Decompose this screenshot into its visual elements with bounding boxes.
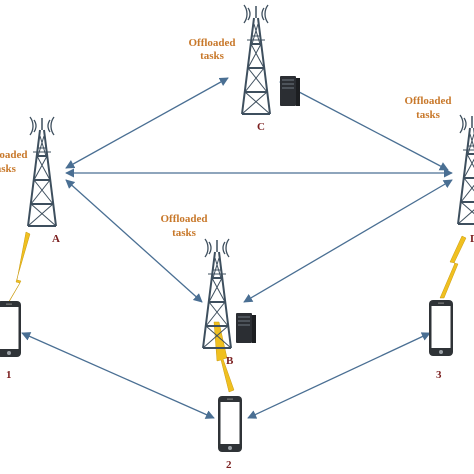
lightning-icon	[213, 321, 235, 393]
device-label: 1	[6, 369, 12, 381]
link-d-b	[243, 179, 453, 303]
link-a-b	[65, 179, 203, 303]
lightning-icon	[7, 231, 31, 305]
tower-icon	[457, 114, 474, 225]
tower-icon	[27, 116, 57, 227]
device-label: 3	[436, 369, 442, 381]
device-2: 2	[218, 396, 242, 471]
offload-labels: Offloaded tasks Offloaded tasks Offloade…	[0, 37, 452, 239]
tower-a: A	[27, 116, 60, 245]
offload-label-d-line2: tasks	[416, 109, 441, 121]
offload-label-d-line1: Offloaded	[404, 95, 451, 107]
wireless-links	[7, 231, 467, 393]
lightning-icon	[439, 235, 467, 299]
offload-label-c-line1: Offloaded	[188, 37, 235, 49]
tower-label: D	[470, 233, 474, 245]
smartphone-icon	[218, 396, 242, 452]
offload-label-b-line1: Offloaded	[160, 213, 207, 225]
server-icon	[236, 313, 256, 343]
server-icon	[280, 76, 300, 106]
tower-label: B	[226, 355, 234, 367]
tower-label: A	[52, 233, 60, 245]
link-p1-p2	[21, 332, 215, 419]
link-a-c	[65, 77, 229, 169]
offload-label-c-line2: tasks	[200, 50, 225, 62]
offload-label-a-line1: Offloaded	[0, 149, 28, 161]
offload-label-b-line2: tasks	[172, 227, 197, 239]
links	[21, 77, 453, 419]
tower-icon	[241, 4, 271, 115]
smartphone-icon	[429, 300, 453, 356]
tower-label: C	[257, 121, 265, 133]
link-p2-p3	[247, 332, 431, 419]
device-3: 3	[429, 300, 453, 381]
tower-c: C	[241, 4, 300, 133]
device-label: 2	[226, 459, 232, 471]
tower-d: D	[457, 114, 474, 245]
smartphone-icon	[0, 301, 21, 357]
offload-label-a-line2: tasks	[0, 163, 17, 175]
device-1: 1	[0, 301, 21, 381]
tower-b: B	[202, 238, 256, 367]
link-c-d	[279, 81, 449, 171]
